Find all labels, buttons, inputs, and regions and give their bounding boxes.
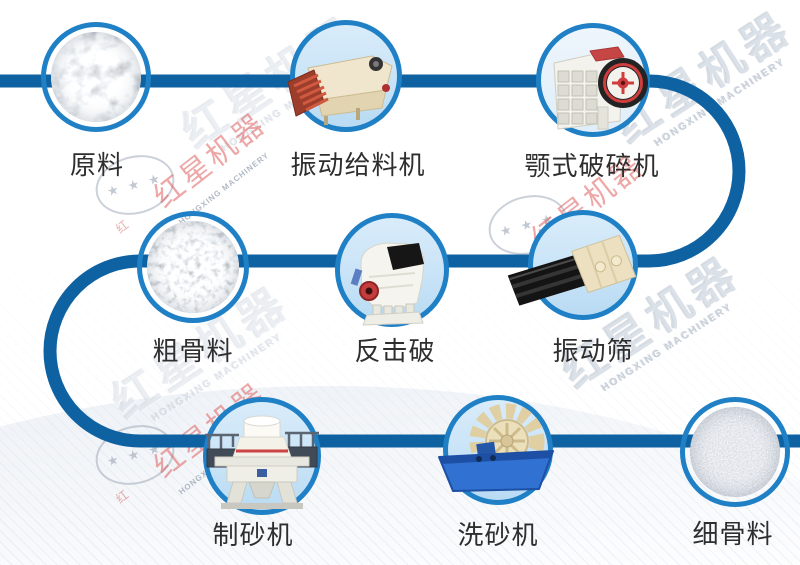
- stage-label-sand-maker: 制砂机: [212, 520, 294, 550]
- stage-raw-material: [41, 22, 151, 132]
- stage-fine-aggregate: [680, 397, 790, 507]
- rock-pile-photo: [51, 32, 141, 122]
- sand-maker-circle: [203, 397, 321, 515]
- gravel-photo: [147, 221, 239, 313]
- jaw-crusher-circle: [536, 23, 650, 137]
- stage-label-fine-aggregate: 细骨料: [692, 519, 774, 549]
- fine-aggregate-photo-circle: [680, 397, 790, 507]
- stage-label-coarse-aggregate: 粗骨料: [152, 336, 234, 366]
- stage-sand-washer: [438, 395, 554, 505]
- stage-vibrating-screen: [507, 210, 638, 320]
- stage-label-vibrating-screen: 振动筛: [552, 336, 634, 366]
- raw-material-photo-circle: [41, 22, 151, 132]
- stage-label-sand-washer: 洗砂机: [457, 520, 539, 550]
- stage-label-vibrating-feeder: 振动给料机: [290, 150, 426, 180]
- sand-photo: [690, 407, 780, 497]
- stage-impact-crusher: [335, 213, 449, 327]
- impact-crusher-circle: [335, 213, 449, 327]
- vibrating-feeder-circle: [290, 20, 402, 132]
- photo-vignette: [147, 221, 239, 313]
- stage-label-raw-material: 原料: [69, 150, 124, 180]
- stage-jaw-crusher: [536, 23, 650, 137]
- stage-coarse-aggregate: [137, 211, 249, 323]
- vibrating-screen-circle: [528, 210, 638, 320]
- stage-label-jaw-crusher: 颚式破碎机: [524, 151, 660, 181]
- stage-label-impact-crusher: 反击破: [354, 336, 436, 366]
- photo-vignette: [51, 32, 141, 122]
- stage-sand-maker: [203, 397, 321, 515]
- photo-vignette: [690, 407, 780, 497]
- sand-washer-circle: [443, 395, 553, 505]
- stage-vibrating-feeder: [287, 20, 402, 132]
- coarse-aggregate-photo-circle: [137, 211, 249, 323]
